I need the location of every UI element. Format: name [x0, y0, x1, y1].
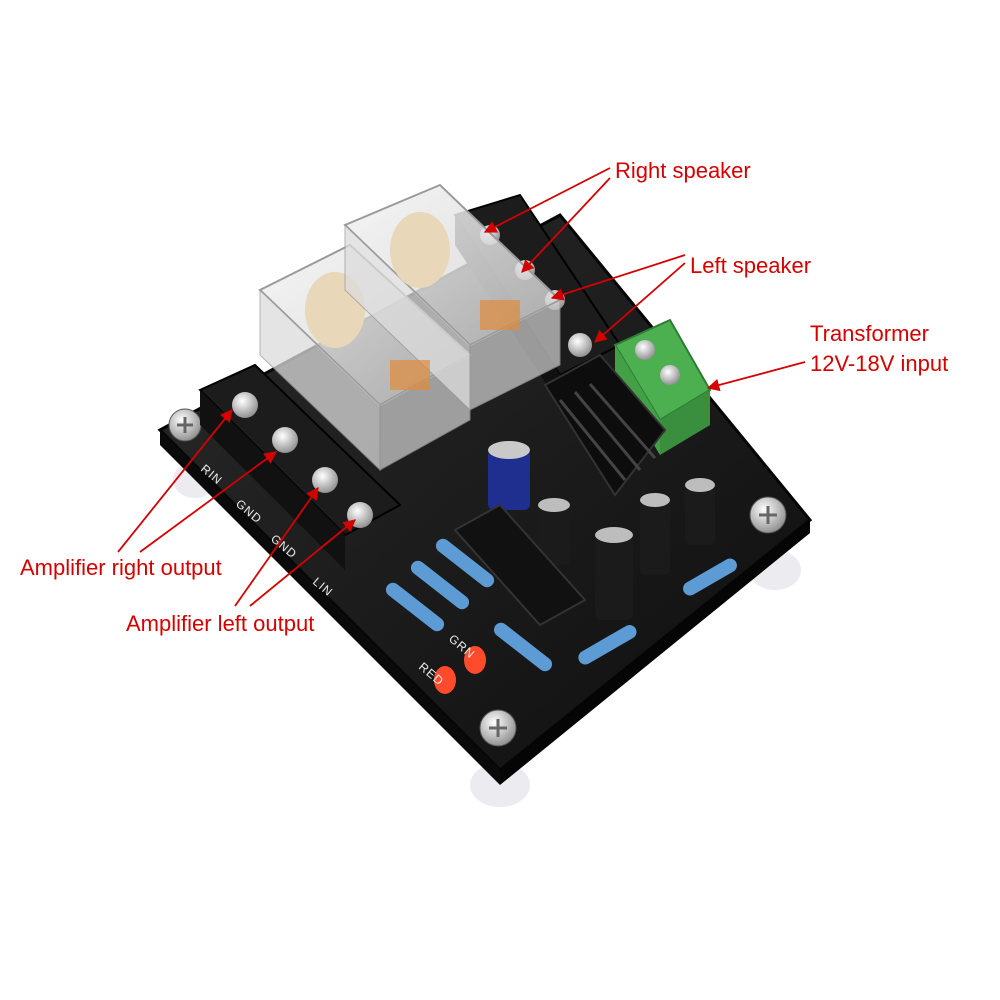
transformer-label-line1: Transformer	[810, 321, 929, 346]
arrow-amp-right-2	[139, 451, 278, 553]
arrow-left-speaker-1	[550, 254, 686, 301]
heatsink	[543, 353, 667, 497]
mounting-screws	[168, 408, 787, 747]
capacitors	[488, 441, 715, 620]
resistors	[385, 538, 737, 672]
ic-chip	[453, 503, 587, 627]
arrow-transformer	[706, 361, 806, 392]
transformer-label-line2: 12V-18V input	[810, 351, 949, 376]
relays	[258, 183, 562, 472]
amp-left-output-label: Amplifier left output	[126, 611, 315, 636]
leds	[434, 646, 486, 694]
arrow-right-speaker-1	[483, 167, 611, 233]
amp-right-output-label: Amplifier right output	[20, 555, 222, 580]
annotation-arrows	[117, 167, 806, 607]
arrow-right-speaker-2	[521, 177, 611, 273]
arrow-amp-left-1	[234, 486, 319, 607]
arrow-amp-left-2	[249, 519, 356, 607]
arrow-amp-right-1	[117, 409, 233, 553]
arrow-left-speaker-2	[594, 262, 686, 343]
input-terminal-blocks	[198, 363, 402, 570]
transformer-label: Transformer 12V-18V input	[810, 319, 948, 379]
right-speaker-label: Right speaker	[615, 158, 751, 183]
left-speaker-label: Left speaker	[690, 253, 812, 278]
